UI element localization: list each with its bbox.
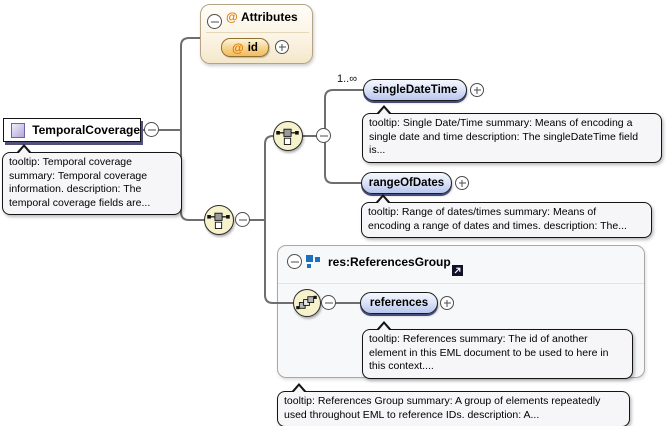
sequence-compositor[interactable] — [293, 289, 321, 317]
attributes-divider — [206, 32, 309, 33]
expand-id-icon[interactable] — [275, 40, 289, 54]
tooltip-line: is... — [369, 144, 386, 156]
element-range-of-dates[interactable]: rangeOfDates — [361, 172, 452, 194]
group-icon — [306, 255, 320, 268]
collapse-attributes-icon[interactable] — [207, 14, 222, 29]
at-symbol-icon: @ — [226, 10, 238, 24]
tooltip-references: tooltip: References summary: The id of a… — [362, 321, 633, 379]
tooltip-line: information. description: The — [9, 183, 142, 195]
element-temporal-coverage-label: TemporalCoverage — [32, 123, 140, 137]
at-symbol-icon: @ — [232, 40, 244, 55]
tooltip-references-group: tooltip: References Group summary: A gro… — [277, 383, 630, 426]
choice-compositor-icon — [207, 212, 230, 229]
tooltip-line: tooltip: Temporal coverage — [9, 156, 132, 168]
references-group-title: res:ReferencesGroup — [328, 255, 451, 269]
tooltip-line: temporal coverage fields are... — [9, 196, 151, 209]
tooltip-range-of-dates: tooltip: Range of dates/times summary: M… — [361, 194, 652, 238]
tooltip-line: tooltip: References summary: The id of a… — [369, 333, 588, 345]
collapse-outer-choice-icon[interactable] — [235, 212, 250, 227]
attribute-id-label: id — [247, 41, 258, 54]
tooltip-line: summary: Temporal coverage — [9, 169, 148, 182]
expand-references-icon[interactable] — [440, 296, 454, 310]
collapse-references-group-icon[interactable] — [287, 254, 302, 269]
tooltip-single-date-time: tooltip: Single Date/Time summary: Means… — [362, 105, 662, 163]
element-references[interactable]: references — [360, 292, 438, 314]
choice-compositor-icon — [276, 128, 299, 145]
tooltip-line: element in this EML document to be used … — [369, 346, 609, 359]
tooltip-line: encoding a range of dates and times. des… — [368, 219, 627, 232]
element-references-label: references — [369, 297, 429, 309]
choice-compositor-outer[interactable] — [204, 205, 234, 235]
choice-compositor-inner[interactable] — [273, 121, 303, 151]
element-range-of-dates-label: rangeOfDates — [368, 177, 445, 189]
expand-single-date-time-icon[interactable] — [470, 83, 484, 97]
tooltip-line: tooltip: Range of dates/times summary: M… — [368, 206, 597, 218]
attributes-header: @ Attributes — [201, 10, 312, 26]
tooltip-temporal-coverage: tooltip: Temporal coverage summary: Temp… — [2, 144, 182, 215]
element-icon — [11, 122, 26, 138]
element-single-date-time-label: singleDateTime — [372, 84, 458, 96]
attribute-id[interactable]: @ id — [221, 38, 269, 57]
tooltip-line: used throughout EML to reference IDs. de… — [284, 408, 540, 421]
sequence-compositor-icon — [296, 295, 317, 310]
element-temporal-coverage[interactable]: TemporalCoverage — [3, 118, 141, 142]
expand-range-of-dates-icon[interactable] — [455, 176, 469, 190]
collapse-sequence-icon[interactable] — [321, 295, 336, 310]
element-single-date-time[interactable]: singleDateTime — [363, 79, 467, 101]
group-divider — [278, 283, 644, 284]
open-link-icon[interactable] — [452, 265, 463, 276]
tooltip-line: this context.... — [369, 360, 434, 372]
tooltip-line: tooltip: References Group summary: A gro… — [284, 395, 601, 407]
collapse-inner-choice-icon[interactable] — [316, 128, 331, 143]
attributes-panel: @ Attributes @ id — [200, 4, 313, 64]
tooltip-line: single date and time description: The si… — [369, 130, 639, 143]
cardinality-label: 1..∞ — [337, 73, 358, 85]
tooltip-line: tooltip: Single Date/Time summary: Means… — [369, 117, 633, 129]
attributes-title: Attributes — [241, 10, 298, 24]
collapse-temporal-coverage-icon[interactable] — [144, 122, 159, 137]
